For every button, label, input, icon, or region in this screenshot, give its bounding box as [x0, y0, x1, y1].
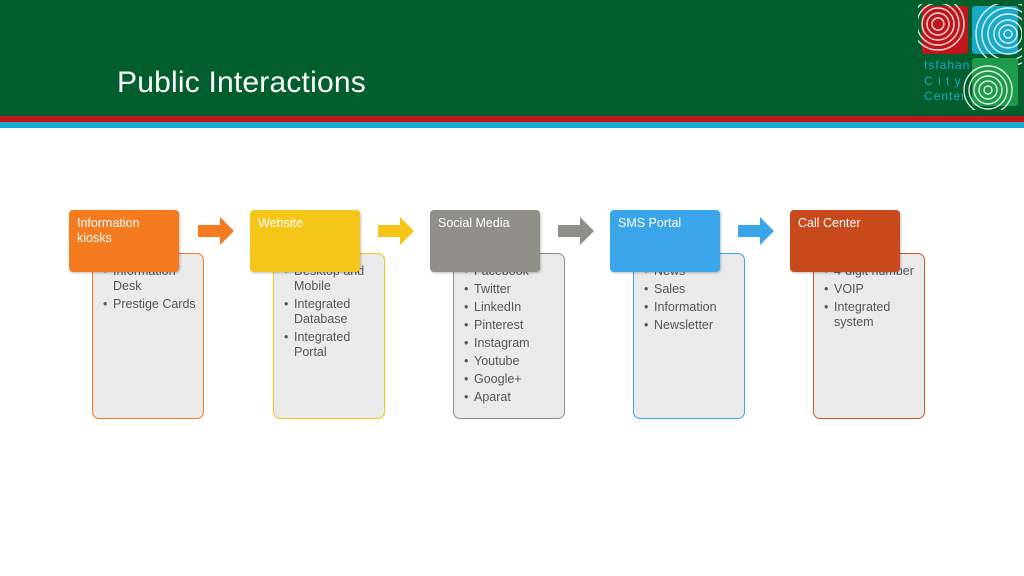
isfahan-city-center-logo: [918, 4, 1022, 110]
step-body: News Sales Information Newsletter: [633, 253, 745, 419]
list-item: Integrated system: [824, 300, 920, 330]
step-header: Social Media: [430, 210, 540, 272]
arrow-right-icon: [378, 217, 414, 245]
step-header: Website: [250, 210, 360, 272]
list-item: Twitter: [464, 282, 560, 297]
list-item: Aparat: [464, 390, 560, 405]
list-item: Instagram: [464, 336, 560, 351]
list-item: Youtube: [464, 354, 560, 369]
step-body: 4-digit number VOIP Integrated system: [813, 253, 925, 419]
arrow-right-icon: [198, 217, 234, 245]
step-body: Facebook Twitter LinkedIn Pinterest Inst…: [453, 253, 565, 419]
step-header: SMS Portal: [610, 210, 720, 272]
arrow-right-icon: [558, 217, 594, 245]
step-body: Desktop and Mobile Integrated Database I…: [273, 253, 385, 419]
list-item: LinkedIn: [464, 300, 560, 315]
logo-text-line1: Isfahan: [924, 58, 971, 72]
step-header: Call Center: [790, 210, 900, 272]
header-bar: [0, 0, 1024, 116]
step-header: Information kiosks: [69, 210, 179, 272]
slide-title: Public Interactions: [117, 66, 366, 99]
list-item: Prestige Cards: [103, 297, 199, 312]
list-item: Google+: [464, 372, 560, 387]
logo-text-line2: C i t y: [924, 74, 962, 88]
header-stripe-red: [0, 116, 1024, 122]
list-item: Integrated Database: [284, 297, 380, 327]
list-item: Sales: [644, 282, 740, 297]
header-stripe-blue: [0, 122, 1024, 128]
list-item: Pinterest: [464, 318, 560, 333]
list-item: Newsletter: [644, 318, 740, 333]
list-item: Information: [644, 300, 740, 315]
list-item: VOIP: [824, 282, 920, 297]
logo-text-line3: Center: [924, 89, 967, 103]
list-item: Integrated Portal: [284, 330, 380, 360]
arrow-right-icon: [738, 217, 774, 245]
step-body: Information Desk Prestige Cards: [92, 253, 204, 419]
